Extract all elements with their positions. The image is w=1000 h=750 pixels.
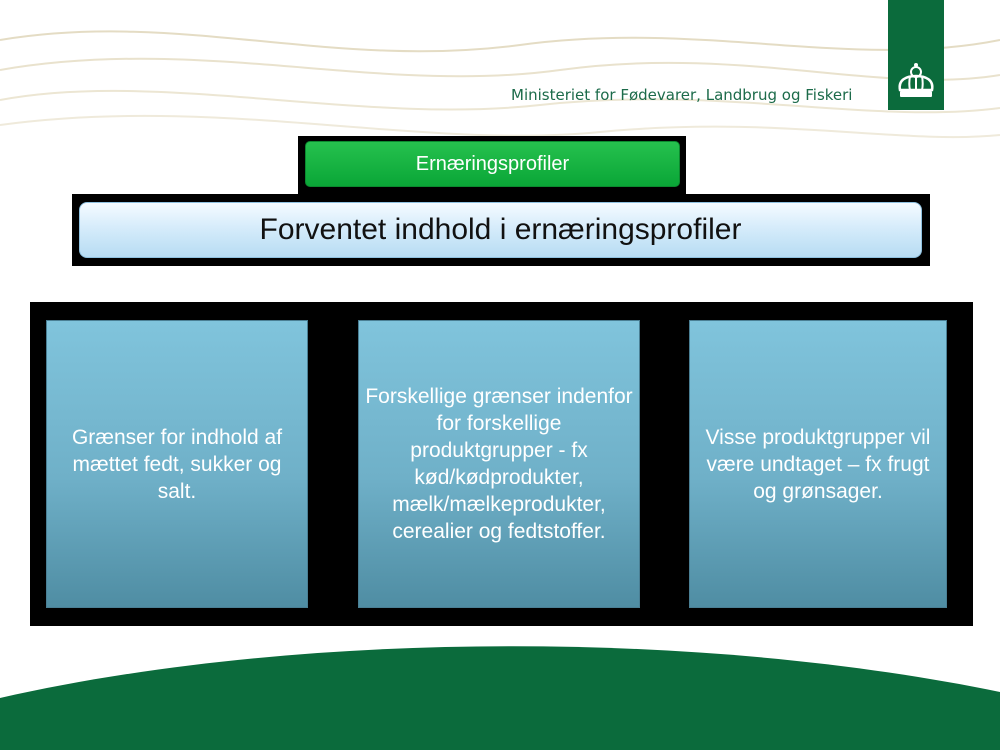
royal-crown-icon [898,63,934,97]
section-tag: Ernæringsprofiler [305,141,680,187]
content-card: Visse produktgrupper vil være undtaget –… [689,320,947,608]
decorative-waves [0,30,1000,139]
content-card: Grænser for indhold af mættet fedt, sukk… [46,320,308,608]
card-text: Grænser for indhold af mættet fedt, sukk… [71,425,283,503]
card-text: Forskellige grænser indenfor for forskel… [365,385,633,543]
title-frame: Forventet indhold i ernæringsprofiler [72,194,930,266]
card-text: Visse produktgrupper vil være undtaget –… [705,425,931,503]
slide-title: Forventet indhold i ernæringsprofiler [79,202,922,258]
content-panel: Grænser for indhold af mættet fedt, sukk… [30,302,973,626]
bottom-green-banner [0,646,1000,750]
section-tag-frame: Ernæringsprofiler [298,136,686,194]
ministry-name: Ministeriet for Fødevarer, Landbrug og F… [511,86,853,104]
ministry-logo [888,0,944,110]
content-card: Forskellige grænser indenfor for forskel… [358,320,640,608]
